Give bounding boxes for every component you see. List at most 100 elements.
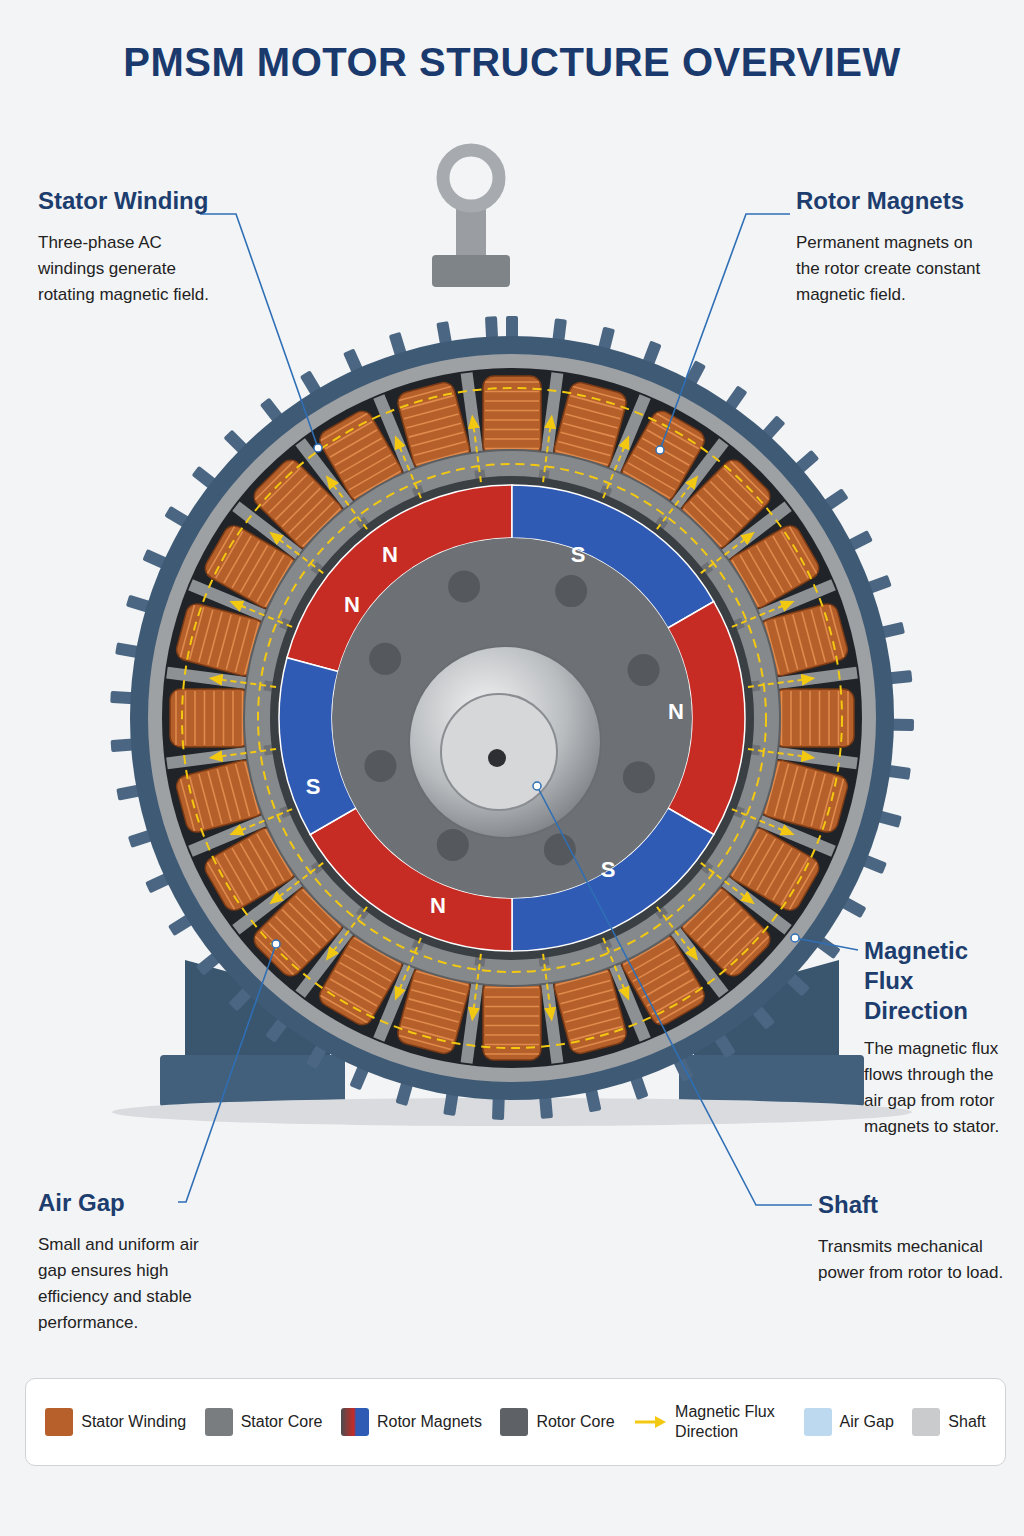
coil-turn bbox=[485, 1053, 539, 1055]
coil-turn bbox=[208, 527, 235, 574]
pole-letter: S bbox=[306, 775, 321, 799]
eye-bolt-base bbox=[432, 255, 510, 287]
legend-text: Shaft bbox=[948, 1412, 985, 1432]
coil-turn bbox=[249, 550, 276, 597]
shaft-hole bbox=[488, 749, 506, 767]
flux-arrow bbox=[748, 679, 809, 687]
coil-turn bbox=[485, 1034, 539, 1036]
coil-turn bbox=[638, 446, 685, 473]
legend-text: Stator Winding bbox=[81, 1412, 186, 1432]
callout-text: Permanent magnets on the rotor create co… bbox=[796, 230, 996, 308]
coil-turn bbox=[657, 414, 704, 441]
legend-box: Stator WindingStator CoreRotor MagnetsRo… bbox=[25, 1378, 1006, 1466]
coil-turn bbox=[340, 963, 387, 990]
leader-line bbox=[178, 944, 276, 1202]
leader-dot bbox=[533, 782, 541, 790]
flux-arrow bbox=[235, 809, 292, 833]
coil-turn bbox=[330, 979, 377, 1006]
coil-turn bbox=[838, 691, 840, 745]
coil-turn bbox=[485, 419, 539, 421]
title: PMSM MOTOR STRUCTURE OVERVIEW bbox=[0, 40, 1024, 85]
callout-text: Small and uniform air gap ensures high e… bbox=[38, 1232, 216, 1336]
coil-turn bbox=[485, 438, 539, 440]
shadow bbox=[112, 1098, 912, 1126]
flux-arrow bbox=[732, 809, 789, 833]
coil-turn bbox=[232, 848, 259, 895]
air-gap bbox=[270, 476, 754, 960]
coil-turn bbox=[781, 858, 808, 905]
flux-arrow bbox=[748, 749, 809, 757]
coil-turn bbox=[773, 853, 800, 900]
coil-turn bbox=[748, 550, 775, 597]
callout-text: The magnetic flux flows through the air … bbox=[864, 1036, 1016, 1140]
coil-turn bbox=[819, 691, 821, 745]
stator-core bbox=[244, 450, 780, 986]
legend-item: Rotor Core bbox=[500, 1408, 614, 1436]
coil-turn bbox=[340, 446, 387, 473]
coil-turn bbox=[790, 691, 792, 745]
rotor-pocket bbox=[364, 750, 396, 782]
coil-turn bbox=[638, 963, 685, 990]
coil-turn bbox=[789, 863, 816, 910]
flux-arrow bbox=[701, 863, 750, 901]
coil-turn bbox=[321, 995, 368, 1022]
rotor-pocket bbox=[448, 570, 480, 602]
coil-turn bbox=[208, 863, 235, 910]
flux-arrow bbox=[657, 907, 695, 956]
coil-turn bbox=[335, 971, 382, 998]
flux-arrow bbox=[603, 938, 627, 995]
legend-item: Air Gap bbox=[804, 1408, 894, 1436]
rotor-pocket bbox=[628, 654, 660, 686]
flux-arrow bbox=[473, 421, 481, 482]
callout-text: Three-phase AC windings generate rotatin… bbox=[38, 230, 228, 308]
flux-arrow bbox=[329, 907, 367, 956]
coil-turn bbox=[204, 691, 206, 745]
coil-turn bbox=[216, 531, 243, 578]
arrow-shaft bbox=[635, 1421, 657, 1424]
flux-arrow bbox=[603, 441, 627, 498]
coil-turn bbox=[757, 546, 784, 593]
coil-turn bbox=[485, 1015, 539, 1017]
coil-turn bbox=[249, 839, 276, 886]
pole-letter: N bbox=[344, 593, 360, 617]
coil-turn bbox=[224, 853, 251, 900]
flux-arrow bbox=[329, 480, 367, 529]
arrow-head bbox=[655, 1416, 666, 1428]
rotor-pocket bbox=[623, 761, 655, 793]
foot-plate bbox=[679, 1055, 864, 1107]
flux-arrow bbox=[732, 603, 789, 627]
coil-turn bbox=[647, 430, 694, 457]
coil-turn bbox=[748, 839, 775, 886]
legend-swatch bbox=[804, 1408, 832, 1436]
flux-arrow bbox=[397, 938, 421, 995]
flux-path bbox=[258, 464, 766, 972]
coil-turn bbox=[485, 1006, 539, 1008]
flux-arrow bbox=[473, 954, 481, 1015]
coil-turn bbox=[657, 995, 704, 1022]
coil-turn bbox=[175, 691, 177, 745]
leader-dot bbox=[314, 444, 322, 452]
flux-arrow bbox=[215, 749, 276, 757]
coil-turn bbox=[847, 691, 849, 745]
flux-arrow bbox=[274, 863, 323, 901]
legend-swatch-magnet bbox=[341, 1408, 369, 1436]
coil-turn bbox=[485, 1025, 539, 1027]
coil-turn bbox=[344, 954, 391, 981]
coil-turn bbox=[485, 391, 539, 393]
housing bbox=[130, 336, 894, 1100]
rotor-pocket bbox=[369, 643, 401, 675]
coil-turn bbox=[647, 979, 694, 1006]
coil-turn bbox=[335, 438, 382, 465]
coil-turn bbox=[240, 844, 267, 891]
legend-item: Rotor Magnets bbox=[341, 1408, 482, 1436]
coil-turn bbox=[232, 691, 234, 745]
coil-turn bbox=[216, 858, 243, 905]
pole-letter: S bbox=[601, 858, 616, 882]
pole-letter: N bbox=[668, 700, 684, 724]
coil-turn bbox=[485, 410, 539, 412]
rotor-magnet bbox=[668, 602, 745, 835]
coil-turn bbox=[773, 536, 800, 583]
coil-turn bbox=[800, 691, 802, 745]
coil-turn bbox=[485, 429, 539, 431]
